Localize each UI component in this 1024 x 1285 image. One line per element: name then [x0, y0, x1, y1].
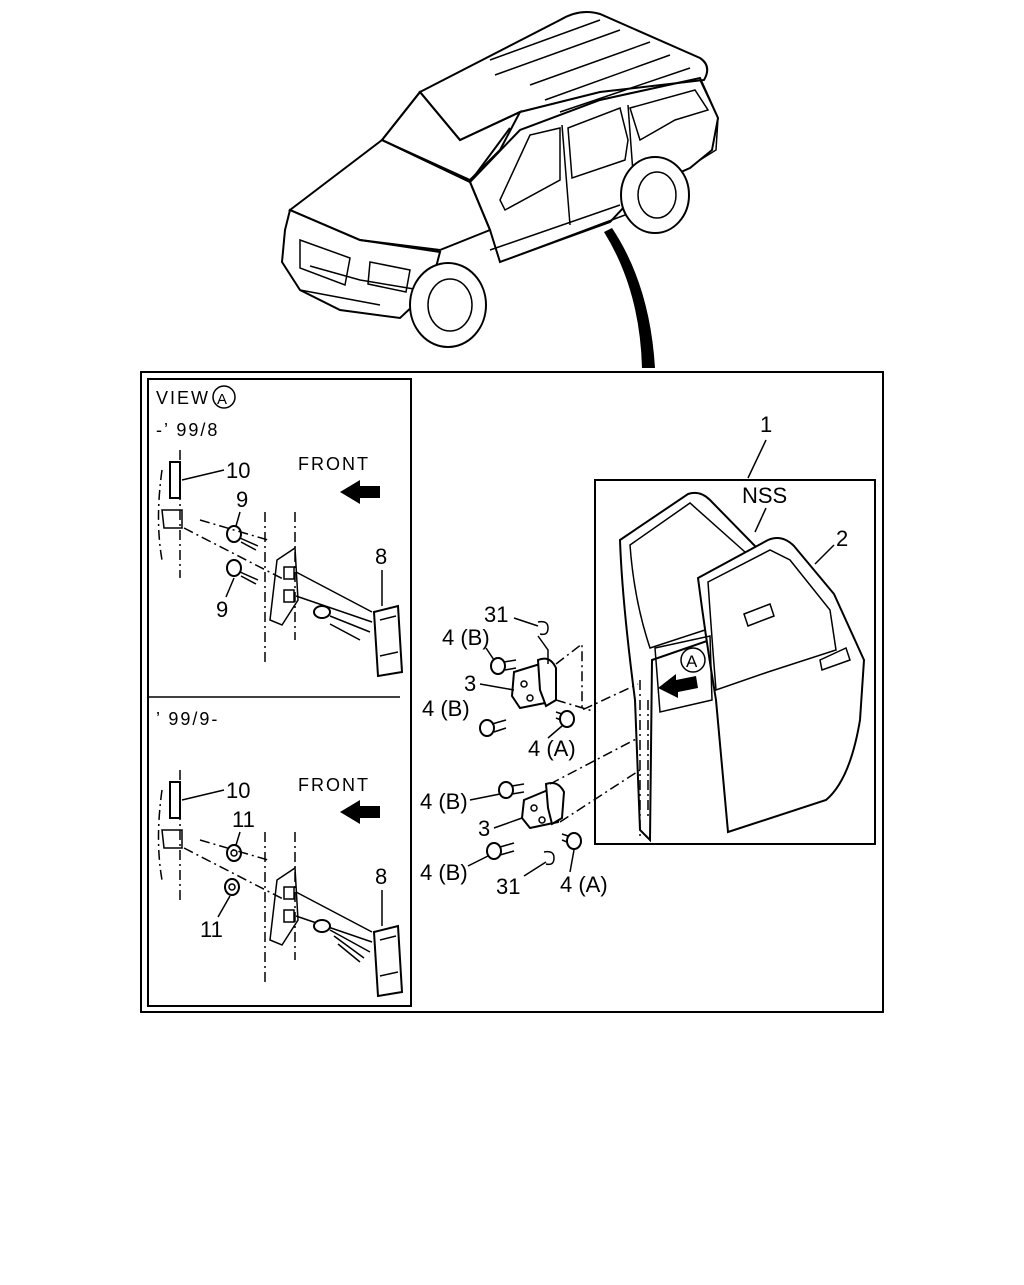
early-front-arrow: [340, 480, 380, 504]
upper-hinge: [510, 635, 639, 713]
early-part-9-top-label: 9: [236, 487, 248, 512]
late-front-arrow: [340, 800, 380, 824]
early-door-check: [295, 571, 404, 678]
early-part-8-label: 8: [375, 544, 387, 569]
late-washer-bottom: [224, 878, 240, 896]
view-letter: A: [217, 391, 227, 408]
clip-31-lower: [543, 850, 555, 866]
late-variant: ’ 99/9- FRONT 10 11 11: [156, 709, 404, 998]
part-31-lower-label: 31: [496, 874, 520, 899]
late-door-check: [295, 891, 404, 998]
nss-label: NSS: [742, 483, 787, 508]
bolt-4b-3: [498, 781, 525, 799]
early-bolt-bottom: [226, 559, 259, 585]
bolt-4a-2: [561, 832, 582, 850]
late-date-range: ’ 99/9-: [156, 709, 219, 729]
early-variant: -’ 99/8 FRONT 10 9 9: [156, 420, 404, 678]
main-frame: [140, 371, 884, 1013]
late-part-10-pin: [161, 781, 183, 849]
lower-hinge: [520, 737, 641, 830]
late-washer-top: [226, 844, 242, 862]
late-part-11-bottom-label: 11: [200, 917, 223, 942]
view-a-callout: A: [686, 652, 698, 671]
late-front-label: FRONT: [298, 775, 370, 795]
early-front-label: FRONT: [298, 454, 370, 474]
part-4b-4-label: 4 (B): [420, 860, 468, 885]
early-bolt-top: [226, 525, 259, 551]
early-date-range: -’ 99/8: [156, 420, 219, 440]
part-4b-1-label: 4 (B): [442, 625, 490, 650]
vehicle-illustration: [280, 11, 720, 368]
part-1-label: 1: [760, 412, 772, 437]
part-4a-1-label: 4 (A): [528, 736, 576, 761]
door-assembly-box: A 1 NSS 2: [594, 412, 876, 845]
early-part-9-bottom-label: 9: [216, 597, 228, 622]
bolt-4b-1: [490, 657, 517, 675]
part-4b-3-label: 4 (B): [420, 789, 468, 814]
late-part-8-label: 8: [375, 864, 387, 889]
early-part-10-label: 10: [226, 458, 250, 483]
part-4a-2-label: 4 (A): [560, 872, 608, 897]
late-part-11-top-label: 11: [232, 807, 255, 832]
view-title: VIEW: [156, 388, 210, 408]
bolt-4a-1: [555, 710, 575, 728]
part-3-upper-label: 3: [464, 671, 476, 696]
bolt-4b-2: [479, 719, 507, 737]
early-part-10-pin: [161, 461, 183, 529]
part-3-lower-label: 3: [478, 816, 490, 841]
view-a-inset: VIEW A -’ 99/8 FRONT 10: [147, 378, 412, 1007]
part-31-upper-label: 31: [484, 602, 508, 627]
clip-31-upper: [537, 620, 549, 636]
part-4b-2-label: 4 (B): [422, 696, 470, 721]
bolt-4b-4: [486, 842, 515, 860]
part-2-label: 2: [836, 526, 848, 551]
view-a-arrow: [658, 674, 698, 698]
late-part-10-label: 10: [226, 778, 250, 803]
